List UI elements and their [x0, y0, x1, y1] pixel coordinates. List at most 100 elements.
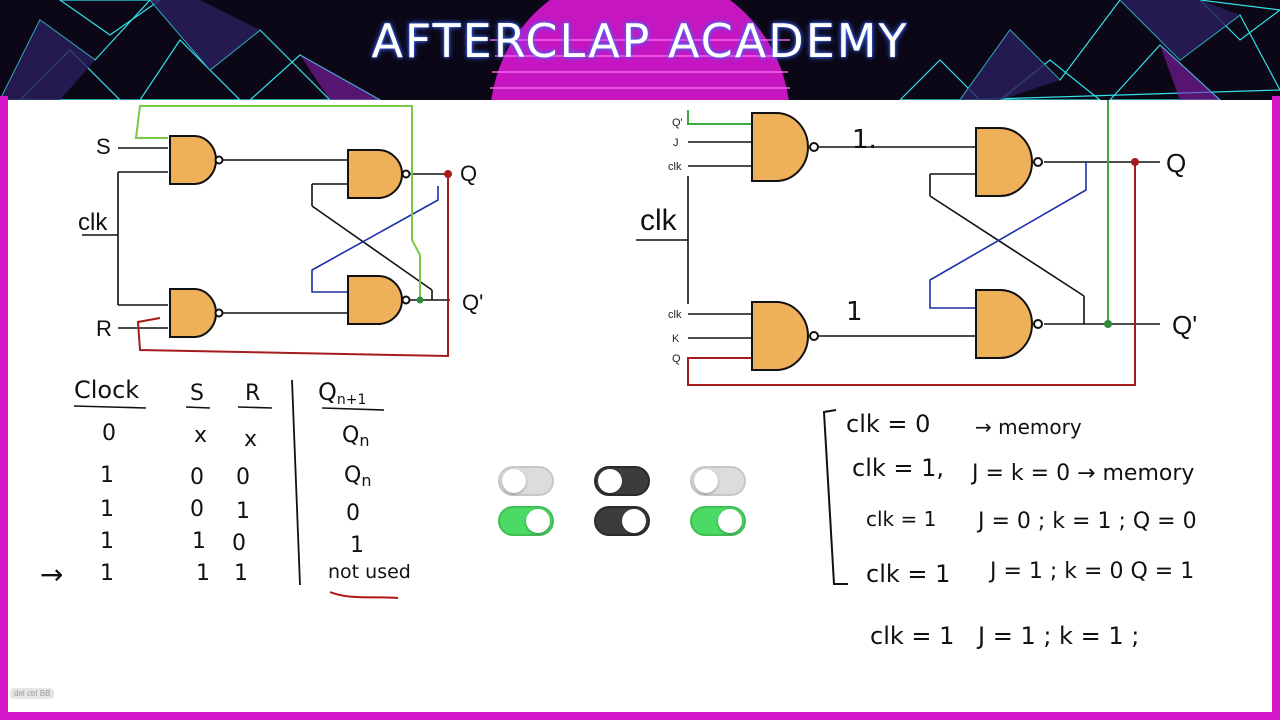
sr-nand-gate-1 [169, 135, 217, 185]
note-0-label: clk = 0 [846, 410, 930, 438]
jk-nand-bubble-1 [809, 142, 819, 152]
toggle-switch[interactable] [690, 506, 746, 536]
jk-nand-bubble-4 [1033, 319, 1043, 329]
jk-gate-out-bottom-value: 1 [846, 297, 863, 327]
row-3-s: 1 [192, 529, 206, 554]
banner-background [0, 0, 1280, 100]
sr-input-s-label: S [96, 134, 111, 159]
toggle-knob [718, 509, 742, 533]
row-4-r: 1 [234, 561, 248, 586]
toggle-switch[interactable] [690, 466, 746, 496]
jk-clk-label: clk [640, 204, 678, 237]
sr-flip-flop-circuit [82, 147, 450, 329]
row-1-q-sub: n [361, 471, 371, 490]
sr-junction-green [416, 296, 424, 304]
row-0-q-main: Q [342, 423, 359, 448]
row-0-q-sub: n [359, 431, 369, 450]
table-header-r: R [245, 381, 260, 406]
jk-input-clk-bottom-label: clk [668, 309, 682, 321]
row-3-r: 0 [232, 531, 246, 556]
frame-right [1272, 96, 1280, 720]
note-3-label: clk = 1 [866, 560, 950, 588]
row-4-clock: 1 [100, 561, 114, 586]
truth-table: Clock S R Qn+1 0 x x Qn 1 0 0 Qn [40, 376, 411, 599]
jk-feedback-wire-green-in [687, 110, 752, 125]
note-1-label: clk = 1, [852, 454, 944, 482]
row-2-r: 1 [236, 499, 250, 524]
sr-junction-red [444, 170, 452, 178]
sr-output-qbar-label: Q' [462, 290, 483, 315]
toggle-switch[interactable] [498, 506, 554, 536]
jk-gate-out-top-value: 1. [852, 125, 877, 155]
jk-junction-red [1131, 158, 1139, 166]
frame-left [0, 96, 8, 720]
row-0-clock: 0 [102, 421, 116, 446]
sr-nand-bubble-4 [401, 295, 411, 305]
jk-input-clk-top-label: clk [668, 161, 682, 173]
table-header-clock: Clock [74, 376, 139, 404]
note-0-detail: → memory [975, 415, 1082, 439]
row-2-clock: 1 [100, 497, 114, 522]
table-header-next-q: Q [318, 378, 337, 406]
academy-title: AFTERCLAP ACADEMY [371, 14, 909, 68]
toggle-knob [622, 509, 646, 533]
corner-tag: del ctrl BB [10, 688, 55, 699]
jk-nand-gate-2 [751, 301, 809, 371]
jk-nand-gate-4 [975, 289, 1033, 359]
table-row: 1 0 0 Qn [100, 463, 371, 490]
toggle-switch[interactable] [594, 506, 650, 536]
sr-feedback-wire-red [136, 172, 449, 358]
row-1-s: 0 [190, 465, 204, 490]
jk-input-k-label: K [672, 333, 680, 345]
row-3-clock: 1 [100, 529, 114, 554]
row-2-q: 0 [346, 501, 360, 526]
row-pointer-arrow: → [40, 558, 63, 591]
sr-input-r-label: R [96, 316, 112, 341]
jk-input-qbar-label: Q' [672, 117, 683, 129]
toggle-knob [526, 509, 550, 533]
table-header-next-sub: n+1 [337, 392, 367, 408]
jk-feedback-wire-red [687, 162, 1136, 386]
row-0-q: Qn [342, 423, 369, 450]
jk-input-q-label: Q [672, 353, 681, 365]
jk-input-j-label: J [673, 137, 679, 149]
row-1-q-main: Q [344, 463, 361, 488]
row-0-r: x [244, 427, 257, 452]
row-4-q: not used [328, 561, 411, 583]
notes-bracket [822, 409, 848, 585]
row-2-s: 0 [190, 497, 204, 522]
note-4-label: clk = 1 [870, 622, 954, 650]
jk-output-q-label: Q [1166, 148, 1186, 178]
case-notes: clk = 0 → memory clk = 1, J = k = 0 → me… [822, 409, 1197, 650]
jk-nand-bubble-2 [809, 331, 819, 341]
jk-feedback-wire-blue [929, 162, 1087, 309]
sr-input-clk-label: clk [78, 209, 108, 236]
not-used-underline [329, 591, 399, 599]
toggle-switch[interactable] [594, 466, 650, 496]
table-header-next: Qn+1 [318, 378, 366, 408]
jk-nand-gate-3 [975, 127, 1033, 197]
jk-flip-flop-circuit [636, 141, 1160, 339]
sr-nand-gate-4 [347, 275, 403, 325]
frame-bottom [0, 712, 1280, 720]
sr-nand-bubble-1 [214, 155, 224, 165]
note-1-detail: J = k = 0 → memory [970, 461, 1194, 486]
table-row: 1 0 1 0 [100, 497, 360, 526]
sr-output-q-label: Q [460, 161, 477, 186]
toggle-knob [598, 469, 622, 493]
sr-nand-bubble-3 [401, 169, 411, 179]
jk-nand-gate-1 [751, 112, 809, 182]
sr-nand-bubble-2 [214, 308, 224, 318]
note-2-label: clk = 1 [866, 507, 936, 531]
row-1-r: 0 [236, 465, 250, 490]
jk-junction-green [1104, 320, 1112, 328]
toggle-switch[interactable] [498, 466, 554, 496]
table-row: → 1 1 1 not used [40, 558, 411, 599]
jk-output-qbar-label: Q' [1172, 310, 1197, 340]
sr-nand-gate-3 [347, 149, 403, 199]
toggle-knob [694, 469, 718, 493]
row-0-s: x [194, 423, 207, 448]
row-1-q: Qn [344, 463, 371, 490]
